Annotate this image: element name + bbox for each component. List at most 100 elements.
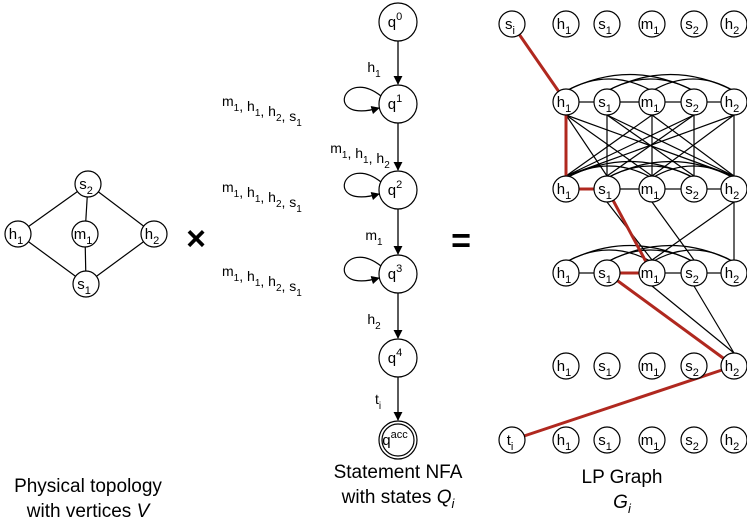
lp-node-r1-h1-0-circle [552,88,580,116]
lp-node-r0-h2-5-circle [720,10,747,38]
nfa-state-qacc-circle [378,420,418,460]
lp-node-r1-m1-2-label: m1 [641,94,660,115]
lp-node-r2-h2-4: h2 [720,175,747,203]
lp-node-r2-m1-2: m1 [638,175,666,203]
lp-node-r0-m1-3: m1 [638,10,666,38]
nfa-transition-label-3: h2 [367,311,381,332]
lp-node-r3-m1-2-label: m1 [641,265,660,286]
lp-node-r0-m1-3-circle [638,10,666,38]
lp-node-r4-s1-1: s1 [593,352,621,380]
lp-node-r4-s2-3-circle [680,352,708,380]
lp-caption-sub: i [628,501,632,516]
lp-node-r4-m1-2-circle [638,352,666,380]
lp-node-r3-m1-2: m1 [638,259,666,287]
lp-node-r1-h2-4-label: h2 [725,94,739,115]
nfa-state-q2-label: q2 [388,179,402,199]
lp-node-r2-h1-0: h1 [552,175,580,203]
lp-inter-3-4-0 [651,285,735,354]
lp-node-r5-ti-0-circle [498,426,526,454]
lp-path-segment-0 [510,23,568,103]
nfa-state-q1-label: q1 [388,93,402,113]
nfa-caption-sub: i [451,496,455,511]
lp-node-r2-m1-2-label: m1 [641,181,660,202]
lp-node-r2-s2-3: s2 [680,175,708,203]
lp-node-r1-h1-0: h1 [552,88,580,116]
lp-node-r4-s1-1-circle [593,352,621,380]
nfa-transition-label-4: ti [375,391,381,412]
nfa-state-q0-circle [378,2,418,42]
lp-node-r2-h2-4-label: h2 [725,181,739,202]
nfa-transition-label-1: m1, h1, h2 [330,140,390,171]
lp-inter-2-3-1 [651,201,695,261]
topology-node-s2: s2 [74,170,102,198]
topology-edge-s2-h2 [87,183,155,235]
lp-node-r0-s1-2: s1 [593,10,621,38]
lp-caption-line1: LP Graph [582,467,663,488]
nfa-state-q3: q3 [378,254,418,294]
topology-node-m1: m1 [71,220,99,248]
lp-node-r4-h2-4: h2 [720,352,747,380]
nfa-transition-label-0: h1 [367,59,381,80]
topology-node-s2-label: s2 [79,176,93,197]
lp-node-r2-s1-1: s1 [593,175,621,203]
lp-node-r3-h2-4-label: h2 [725,265,739,286]
lp-edges [565,73,735,354]
topology-node-s1-circle [72,270,100,298]
lp-node-r3-h2-4-circle [720,259,747,287]
lp-node-r0-si-0-circle [498,10,526,38]
lp-inter-1-2-13 [651,114,735,177]
nfa-loop-label-q3: m1, h1, h2, s1 [222,263,302,299]
nfa-state-q4: q4 [378,338,418,378]
lp-node-r1-h2-4: h2 [720,88,747,116]
lp-node-r1-h1-0-label: h1 [557,94,571,115]
nfa-state-q3-circle [378,254,418,294]
nfa-caption-var: Q [437,487,452,508]
lp-node-r4-h1-0-label: h1 [557,358,571,379]
nfa-state-qacc-label: qacc [382,429,408,449]
nfa-loop-label-q2: m1, h1, h2, s1 [222,179,302,215]
nfa-state-q4-label: q4 [388,347,402,367]
lp-node-r5-s1-2-label: s1 [598,432,612,453]
lp-node-r2-h2-4-circle [720,175,747,203]
lp-node-r0-s2-4-circle [680,10,708,38]
topology-node-s1: s1 [72,270,100,298]
lp-node-r2-h1-0-circle [552,175,580,203]
lp-node-r0-s2-4-label: s2 [685,16,699,37]
lp-node-r5-ti-0: ti [498,426,526,454]
topology-caption-line2: with vertices V [26,501,152,522]
lp-inter-1-2-11 [565,114,695,177]
lp-node-r2-s1-1-label: s1 [598,181,612,202]
lp-node-r1-h2-4-circle [720,88,747,116]
lp-node-r1-m1-2: m1 [638,88,666,116]
lp-node-r3-h1-0-circle [552,259,580,287]
lp-node-r4-m1-2: m1 [638,352,666,380]
topology-caption-prefix: with vertices [26,501,137,522]
nfa-state-q2: q2 [378,170,418,210]
nfa-state-q1: q1 [378,84,418,124]
nfa-state-q2-circle [378,170,418,210]
lp-node-r5-h2-5: h2 [720,426,747,454]
lp-node-r1-s2-3: s2 [680,88,708,116]
lp-node-r5-s1-2: s1 [593,426,621,454]
lp-node-r4-s1-1-label: s1 [598,358,612,379]
lp-node-r0-s1-2-label: s1 [598,16,612,37]
lp-node-r5-h2-5-label: h2 [725,432,739,453]
lp-node-r3-m1-2-circle [638,259,666,287]
lp-node-r4-m1-2-label: m1 [641,358,660,379]
lp-node-r2-h1-0-label: h1 [557,181,571,202]
lp-node-r4-s2-3-label: s2 [685,358,699,379]
lp-node-r4-h1-0-circle [552,352,580,380]
topology-node-m1-circle [71,220,99,248]
lp-node-r2-s2-3-circle [680,175,708,203]
nfa-self-loop-q2 [343,172,382,201]
lp-node-r3-s1-1: s1 [593,259,621,287]
lp-node-r4-s2-3: s2 [680,352,708,380]
lp-node-r5-h1-1-label: h1 [557,432,571,453]
lp-node-r2-s2-3-label: s2 [685,181,699,202]
lp-node-r1-m1-2-circle [638,88,666,116]
topology-edge-h1-s2 [17,183,89,235]
lp-node-r3-h1-0: h1 [552,259,580,287]
